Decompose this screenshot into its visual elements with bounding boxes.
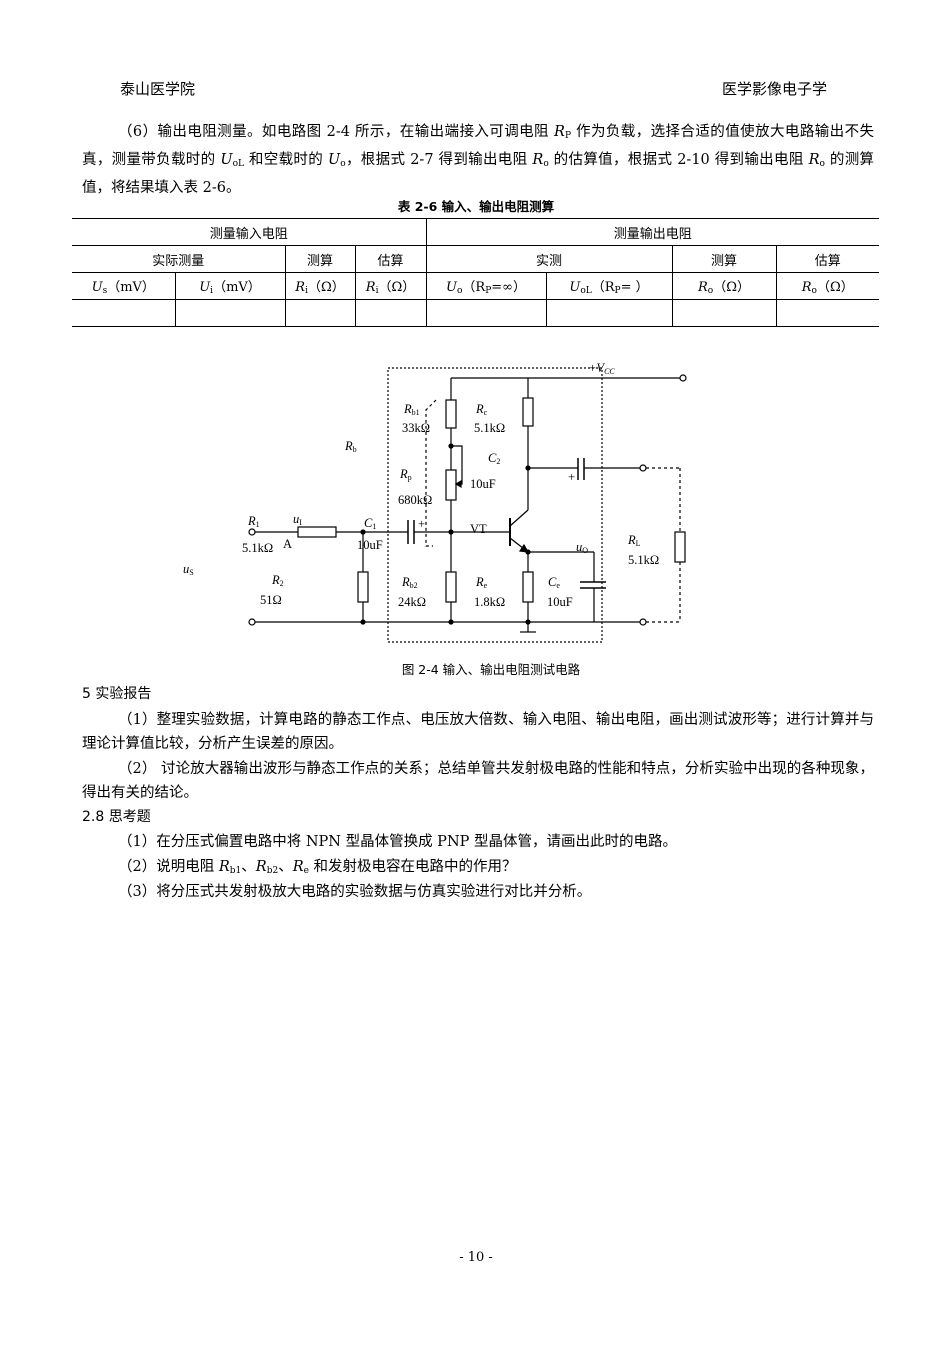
- empty-cell: [284, 299, 356, 327]
- re-resistor: [522, 571, 534, 603]
- svg-text:24kΩ: 24kΩ: [398, 595, 426, 609]
- actual-measure-header: 实际测量: [72, 245, 286, 273]
- rl-resistor: [674, 531, 686, 563]
- svg-text:VT: VT: [470, 522, 487, 536]
- svg-text:+: +: [568, 470, 575, 484]
- header-right: 医学影像电子学: [722, 80, 828, 98]
- question-2: （2）说明电阻 Rb1、Rb2、Re 和发射极电容在电路中的作用？: [118, 859, 517, 876]
- col-ri-est: Ri（Ω）: [354, 272, 427, 300]
- svg-text:Rb: Rb: [344, 439, 357, 454]
- svg-text:5.1kΩ: 5.1kΩ: [628, 553, 659, 567]
- rb1-resistor: [445, 399, 457, 429]
- rc-resistor: [522, 397, 534, 427]
- paragraph-output-resistance: （6）输出电阻测量。如电路图 2-4 所示，在输出端接入可调电阻 RP 作为负载…: [82, 124, 875, 196]
- empty-cell: [72, 299, 176, 327]
- svg-text:1.8kΩ: 1.8kΩ: [474, 595, 505, 609]
- svg-text:R1: R1: [247, 514, 260, 529]
- empty-cell: [775, 299, 879, 327]
- section-2-8-title: 2.8 思考题: [82, 809, 151, 825]
- svg-text:uI: uI: [293, 512, 302, 527]
- svg-text:Re: Re: [475, 575, 488, 590]
- svg-text:Ce: Ce: [548, 575, 560, 590]
- svg-text:RL: RL: [627, 533, 641, 548]
- svg-text:uO: uO: [576, 540, 588, 555]
- svg-text:+: +: [418, 517, 425, 531]
- input-resistance-header: 测量输入电阻: [72, 218, 427, 246]
- page-number: - 10 -: [459, 1250, 493, 1265]
- svg-text:+VCC: +VCC: [588, 361, 615, 376]
- figure-caption: 图 2-4 输入、输出电阻测试电路: [401, 662, 581, 677]
- col-ui: Ui（mV）: [174, 272, 286, 300]
- rb2-resistor: [445, 571, 457, 603]
- svg-text:uS: uS: [183, 562, 194, 577]
- empty-cell: [671, 299, 777, 327]
- calc-header: 测算: [284, 245, 356, 273]
- svg-text:Rp: Rp: [399, 467, 412, 482]
- col-us: Us（mV）: [72, 272, 176, 300]
- svg-text:5.1kΩ: 5.1kΩ: [474, 421, 505, 435]
- r1-resistor: [297, 526, 337, 538]
- estimate-header-2: 估算: [775, 245, 879, 273]
- svg-text:680kΩ: 680kΩ: [398, 493, 432, 507]
- question-3: （3）将分压式共发射极放大电路的实验数据与仿真实验进行对比并分析。: [118, 884, 592, 900]
- circuit-diagram: +VCC Rb1 33kΩ Rc 5.1kΩ Rb C2 10uF Rp 680…: [183, 361, 687, 643]
- svg-text:51Ω: 51Ω: [260, 593, 282, 607]
- svg-text:C2: C2: [488, 451, 500, 466]
- svg-text:10uF: 10uF: [547, 595, 573, 609]
- report-item-2: （2） 讨论放大器输出波形与静态工作点的关系；总结单管共发射极电路的性能和特点，…: [82, 761, 874, 801]
- empty-cell: [425, 299, 547, 327]
- svg-text:Rb2: Rb2: [401, 575, 418, 590]
- empty-cell: [545, 299, 673, 327]
- svg-text:5.1kΩ: 5.1kΩ: [242, 541, 273, 555]
- col-ri-calc: Ri（Ω）: [284, 272, 356, 300]
- empty-cell: [174, 299, 286, 327]
- report-item-1: （1）整理实验数据，计算电路的静态工作点、电压放大倍数、输入电阻、输出电阻，画出…: [82, 712, 874, 752]
- header-left: 泰山医学院: [120, 80, 196, 98]
- r2-resistor: [357, 571, 369, 603]
- svg-text:A: A: [283, 537, 292, 551]
- svg-text:C1: C1: [364, 516, 376, 531]
- section-5-title: 5 实验报告: [82, 686, 152, 702]
- svg-text:10uF: 10uF: [470, 477, 496, 491]
- svg-text:10uF: 10uF: [357, 538, 383, 552]
- svg-text:33kΩ: 33kΩ: [402, 421, 430, 435]
- col-ro-est: Ro（Ω）: [775, 272, 879, 300]
- col-ro-calc: Ro（Ω）: [671, 272, 777, 300]
- svg-text:Rb1: Rb1: [403, 402, 420, 417]
- rp-potentiometer: [445, 469, 457, 501]
- svg-text:R2: R2: [271, 573, 284, 588]
- resistance-table: 测量输入电阻 测量输出电阻 实际测量 测算 估算 实测 测算 估算 Us（mV）…: [72, 218, 879, 327]
- table-caption: 表 2-6 输入、输出电阻测算: [397, 199, 555, 214]
- svg-text:Rc: Rc: [475, 402, 488, 417]
- question-1: （1）在分压式偏置电路中将 NPN 型晶体管换成 PNP 型晶体管，请画出此时的…: [118, 834, 677, 850]
- col-uol: UoL（RP= ）: [545, 272, 673, 300]
